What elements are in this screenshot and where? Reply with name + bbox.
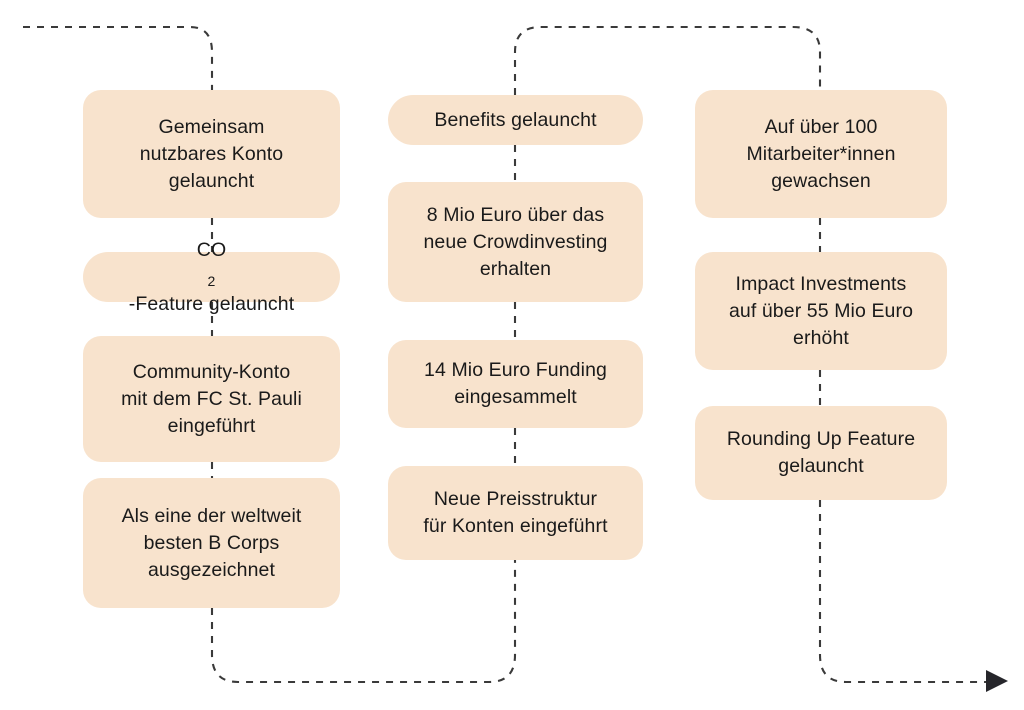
node-line: eingesammelt: [454, 386, 577, 408]
node-line: gelauncht: [168, 169, 255, 192]
timeline-node-impact-investments[interactable]: Impact Investments auf über 55 Mio Euro …: [695, 252, 947, 370]
timeline-node-b-corps[interactable]: Als eine der weltweit besten B Corps aus…: [83, 478, 340, 608]
node-line: Rounding Up Feature: [726, 428, 916, 450]
node-line: Community-Konto: [132, 360, 291, 383]
timeline-node-benefits[interactable]: Benefits gelauncht: [388, 95, 643, 145]
node-line: Auf über 100: [764, 115, 878, 138]
node-line: besten B Corps: [143, 531, 280, 554]
node-line: ausgezeichnet: [147, 558, 276, 581]
node-line: Gemeinsam: [158, 115, 265, 138]
node-line: erhalten: [479, 257, 552, 280]
node-line: CO 2 -Feature gelauncht: [129, 237, 294, 318]
timeline-node-crowdinvesting[interactable]: 8 Mio Euro über das neue Crowdinvesting …: [388, 182, 643, 302]
node-line: 14 Mio Euro Funding: [424, 359, 607, 381]
node-line: gelauncht: [778, 455, 864, 477]
node-line: mit dem FC St. Pauli: [121, 387, 302, 410]
timeline-node-community-konto[interactable]: Community-Konto mit dem FC St. Pauli ein…: [83, 336, 340, 462]
node-line: für Konten eingeführt: [423, 515, 608, 537]
node-line: auf über 55 Mio Euro: [728, 299, 914, 322]
node-line: Mitarbeiter*innen: [746, 142, 896, 165]
connector-c1-to-c2: [210, 560, 517, 684]
co2-suffix: -Feature gelauncht: [128, 292, 295, 315]
node-line: erhöht: [793, 326, 849, 349]
node-line: Benefits gelauncht: [434, 108, 597, 131]
node-line: Impact Investments: [735, 272, 907, 295]
timeline-node-14-mio-funding[interactable]: 14 Mio Euro Funding eingesammelt: [388, 340, 643, 428]
node-line: 8 Mio Euro über das: [426, 203, 605, 226]
node-line: gewachsen: [771, 169, 871, 192]
connector-exit: [818, 500, 986, 684]
timeline-node-mitarbeiter-100[interactable]: Auf über 100 Mitarbeiter*innen gewachsen: [695, 90, 947, 218]
timeline-node-co2-feature[interactable]: CO 2 -Feature gelauncht: [83, 239, 340, 315]
node-line: Als eine der weltweit: [121, 504, 302, 527]
connector-c2-to-c3: [513, 25, 822, 95]
co2-prefix: CO: [196, 238, 227, 261]
node-line: nutzbares Konto: [139, 142, 284, 165]
timeline-node-rounding-up[interactable]: Rounding Up Feature gelauncht: [695, 406, 947, 500]
node-line: eingeführt: [167, 414, 256, 437]
timeline-node-gemeinsam-konto[interactable]: Gemeinsam nutzbares Konto gelauncht: [83, 90, 340, 218]
node-line: Neue Preisstruktur: [433, 488, 598, 510]
timeline-node-preisstruktur[interactable]: Neue Preisstruktur für Konten eingeführt: [388, 466, 643, 560]
co2-subscript: 2: [207, 272, 216, 289]
node-line: neue Crowdinvesting: [423, 230, 608, 253]
arrowhead-icon: [986, 670, 1008, 692]
connector-entry: [23, 25, 214, 90]
